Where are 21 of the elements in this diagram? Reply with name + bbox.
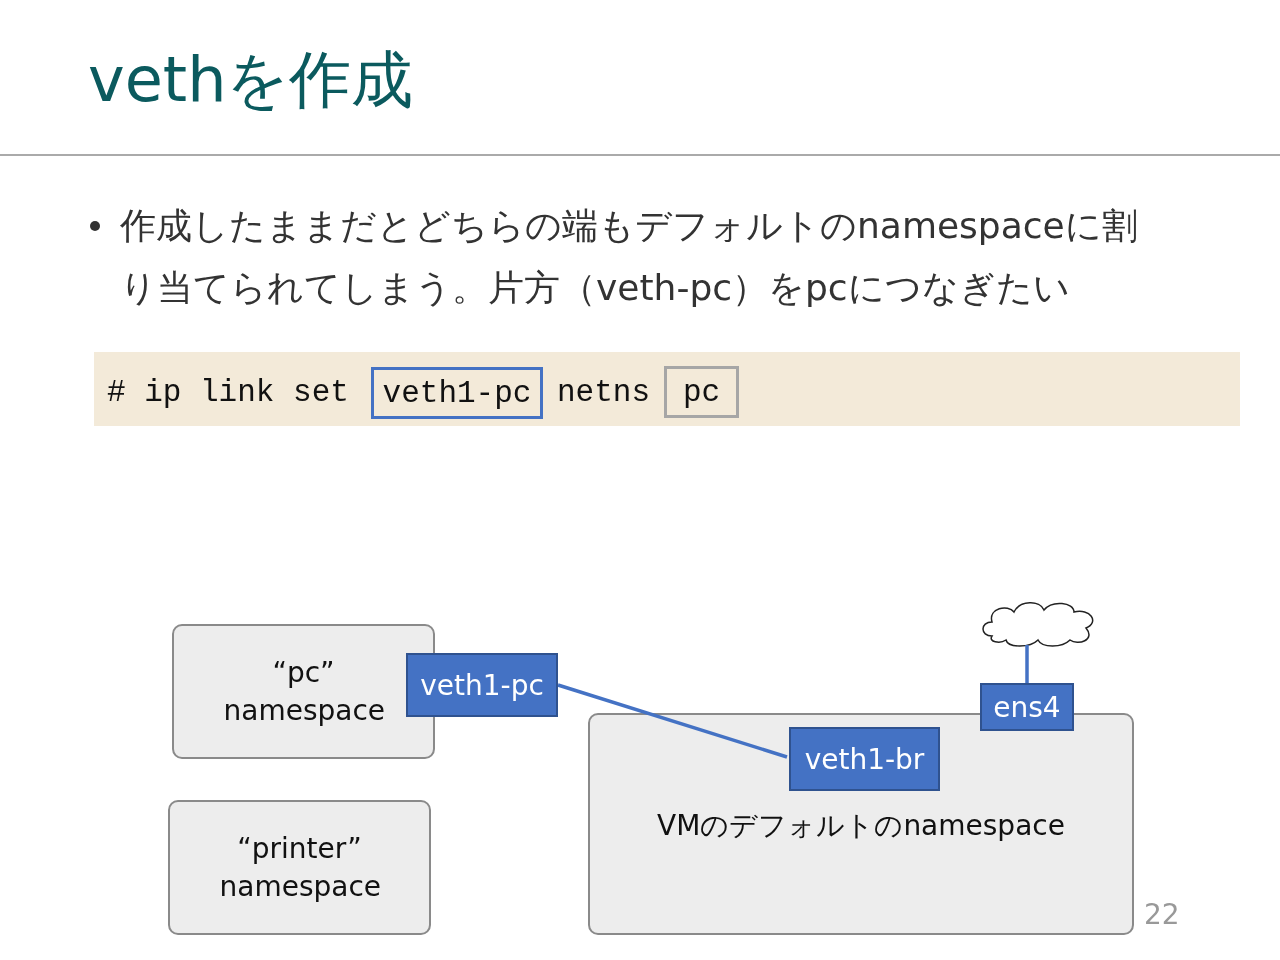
highlight-frame — [371, 367, 543, 419]
code-text: # ip link set — [107, 377, 349, 408]
slide-title: vethを作成 — [88, 42, 414, 118]
namespace-name: “printer” namespace — [219, 830, 380, 905]
code-text: veth1-pc — [382, 377, 532, 409]
connector-line — [557, 683, 788, 759]
page-number: 22 — [1144, 898, 1180, 931]
interface-box — [980, 683, 1074, 731]
namespace-name: VMのデフォルトのnamespace — [657, 808, 1065, 844]
connector-line — [1025, 645, 1029, 683]
interface-box — [406, 653, 558, 717]
code-text: netns — [557, 377, 650, 408]
highlight-frame — [664, 366, 739, 418]
interface-name: ens4 — [993, 690, 1061, 724]
code-text: pc — [682, 376, 721, 408]
interface-name: veth1-pc — [420, 668, 544, 702]
namespace-box — [168, 800, 431, 935]
bullet-text: 作成したままだとどちらの端もデフォルトのnamespaceに割り当てられてしまう。片方（veth-pc）をpcにつなぎたい — [120, 204, 1139, 310]
interface-name: veth1-br — [804, 742, 925, 776]
interface-box — [789, 727, 940, 791]
namespace-name: “pc” namespace — [223, 654, 384, 729]
